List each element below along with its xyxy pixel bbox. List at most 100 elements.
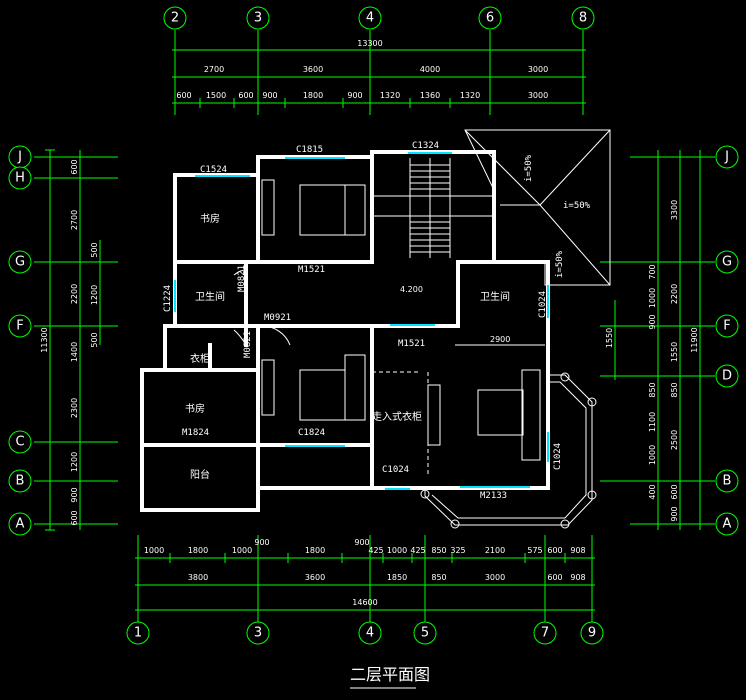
dim-bottom: 600 bbox=[547, 546, 562, 555]
label-c1224: C1224 bbox=[163, 285, 173, 312]
drawing-title: 二层平面图 bbox=[350, 665, 430, 684]
axis-bubble-left-F bbox=[8, 314, 32, 338]
dim-bottom: 2100 bbox=[485, 546, 505, 555]
dim-bottom: 325 bbox=[450, 546, 465, 555]
axis-label: F bbox=[16, 319, 23, 334]
label-c1824: C1824 bbox=[298, 428, 325, 438]
element-labels: C1524 C1815 C1324 M1521 M1521 M0821 M082… bbox=[163, 141, 591, 501]
dim-left: 500 bbox=[90, 332, 99, 347]
room-closet: 衣柜 bbox=[190, 352, 210, 365]
dim-right: 2500 bbox=[670, 430, 679, 450]
axis-label: 1 bbox=[134, 626, 142, 641]
dim-right: 3300 bbox=[670, 200, 679, 220]
dim-total-top: 13300 bbox=[357, 39, 382, 48]
dim-left: 600 bbox=[70, 510, 79, 525]
label-c1324: C1324 bbox=[412, 141, 439, 151]
label-m1521-a: M1521 bbox=[298, 265, 325, 275]
left-axes: J H G F C B A 11300 600 2700 2200 1400 2… bbox=[8, 145, 118, 536]
axis-label: 9 bbox=[588, 626, 596, 641]
dim-right: 850 bbox=[670, 382, 679, 397]
axis-bubble-bottom-4 bbox=[358, 621, 382, 645]
dim-top: 900 bbox=[262, 91, 277, 100]
axis-bubble-right-B bbox=[715, 469, 739, 493]
room-study-1: 书房 bbox=[200, 212, 220, 225]
dim-total-left: 11300 bbox=[40, 327, 49, 352]
axis-label: F bbox=[723, 319, 730, 334]
axis-bubble-bottom-5 bbox=[413, 621, 437, 645]
axis-label: G bbox=[15, 255, 25, 270]
dim-total-right: 11900 bbox=[690, 327, 699, 352]
stairs bbox=[372, 158, 494, 258]
room-bath-2: 卫生间 bbox=[480, 290, 510, 303]
axis-label: G bbox=[722, 255, 732, 270]
room-study-2: 书房 bbox=[185, 402, 205, 415]
dim-total-bottom: 14600 bbox=[352, 598, 377, 607]
label-slope-1: i=50% bbox=[524, 154, 534, 182]
dim-top: 1320 bbox=[460, 91, 480, 100]
axis-label: A bbox=[16, 517, 25, 532]
label-m1824: M1824 bbox=[182, 428, 209, 438]
dim-top: 1360 bbox=[420, 91, 440, 100]
dim-left: 600 bbox=[70, 159, 79, 174]
dim-bottom: 850 bbox=[431, 546, 446, 555]
label-m0921: M0921 bbox=[264, 313, 291, 323]
axis-bubble-bottom-3 bbox=[246, 621, 270, 645]
dim-left: 2200 bbox=[70, 284, 79, 304]
axis-label: 2 bbox=[171, 11, 179, 26]
dim-bottom: 1000 bbox=[387, 546, 407, 555]
room-balcony: 阳台 bbox=[190, 468, 210, 481]
dim-bottom: 425 bbox=[368, 546, 383, 555]
dim-right: 1000 bbox=[648, 288, 657, 308]
label-m0821-a: M0821 bbox=[237, 265, 247, 292]
dim-top: 1320 bbox=[380, 91, 400, 100]
dim-right: 900 bbox=[670, 506, 679, 521]
axis-bubble-left-H bbox=[8, 166, 32, 190]
dim-right: 1100 bbox=[648, 412, 657, 432]
dim-left: 1400 bbox=[70, 342, 79, 362]
axis-label: 7 bbox=[541, 626, 549, 641]
dim-bottom: 850 bbox=[431, 573, 446, 582]
dim-top: 3000 bbox=[528, 91, 548, 100]
axis-bubble-right-F bbox=[715, 314, 739, 338]
dim-right: 900 bbox=[648, 314, 657, 329]
dim-left: 900 bbox=[70, 487, 79, 502]
dim-bottom: 1000 bbox=[144, 546, 164, 555]
axis-bubble-right-D bbox=[715, 364, 739, 388]
dim-top: 4000 bbox=[420, 65, 440, 74]
dim-bottom: 425 bbox=[410, 546, 425, 555]
axis-label: B bbox=[16, 474, 25, 489]
axis-label: J bbox=[724, 150, 729, 165]
dim-right: 400 bbox=[648, 484, 657, 499]
dim-bottom: 900 bbox=[354, 538, 369, 547]
label-m0821-b: M0821 bbox=[243, 331, 253, 358]
bay-window bbox=[420, 372, 597, 529]
axis-bubble-left-C bbox=[8, 430, 32, 454]
dim-left: 1200 bbox=[90, 285, 99, 305]
dim-right-mid: 1550 bbox=[605, 328, 614, 348]
axis-label: J bbox=[17, 150, 22, 165]
dim-right: 700 bbox=[648, 264, 657, 279]
label-c1024-c: C1024 bbox=[382, 465, 409, 475]
axis-label: A bbox=[723, 517, 732, 532]
axis-bubble-top-3 bbox=[246, 6, 270, 30]
axis-label: 3 bbox=[254, 626, 262, 641]
doors bbox=[233, 269, 545, 346]
right-axes: J G F D B A 700 1000 900 850 1100 1000 4… bbox=[600, 145, 739, 536]
dim-top: 900 bbox=[347, 91, 362, 100]
dim-bottom: 3000 bbox=[485, 573, 505, 582]
label-2900: 2900 bbox=[490, 335, 510, 344]
label-level: 4.200 bbox=[400, 285, 423, 294]
roof bbox=[464, 129, 611, 286]
dim-top: 600 bbox=[176, 91, 191, 100]
axis-bubble-top-2 bbox=[163, 6, 187, 30]
dim-bottom: 3800 bbox=[188, 573, 208, 582]
axis-label: 4 bbox=[366, 11, 374, 26]
dim-bottom: 1800 bbox=[188, 546, 208, 555]
bottom-axes: 1000 1800 1000 900 1800 900 425 1000 425… bbox=[126, 535, 604, 645]
dim-top: 1800 bbox=[303, 91, 323, 100]
dim-right: 850 bbox=[648, 382, 657, 397]
label-c1024-b: C1024 bbox=[553, 443, 563, 470]
axis-bubble-left-G bbox=[8, 250, 32, 274]
axis-label: 3 bbox=[254, 11, 262, 26]
